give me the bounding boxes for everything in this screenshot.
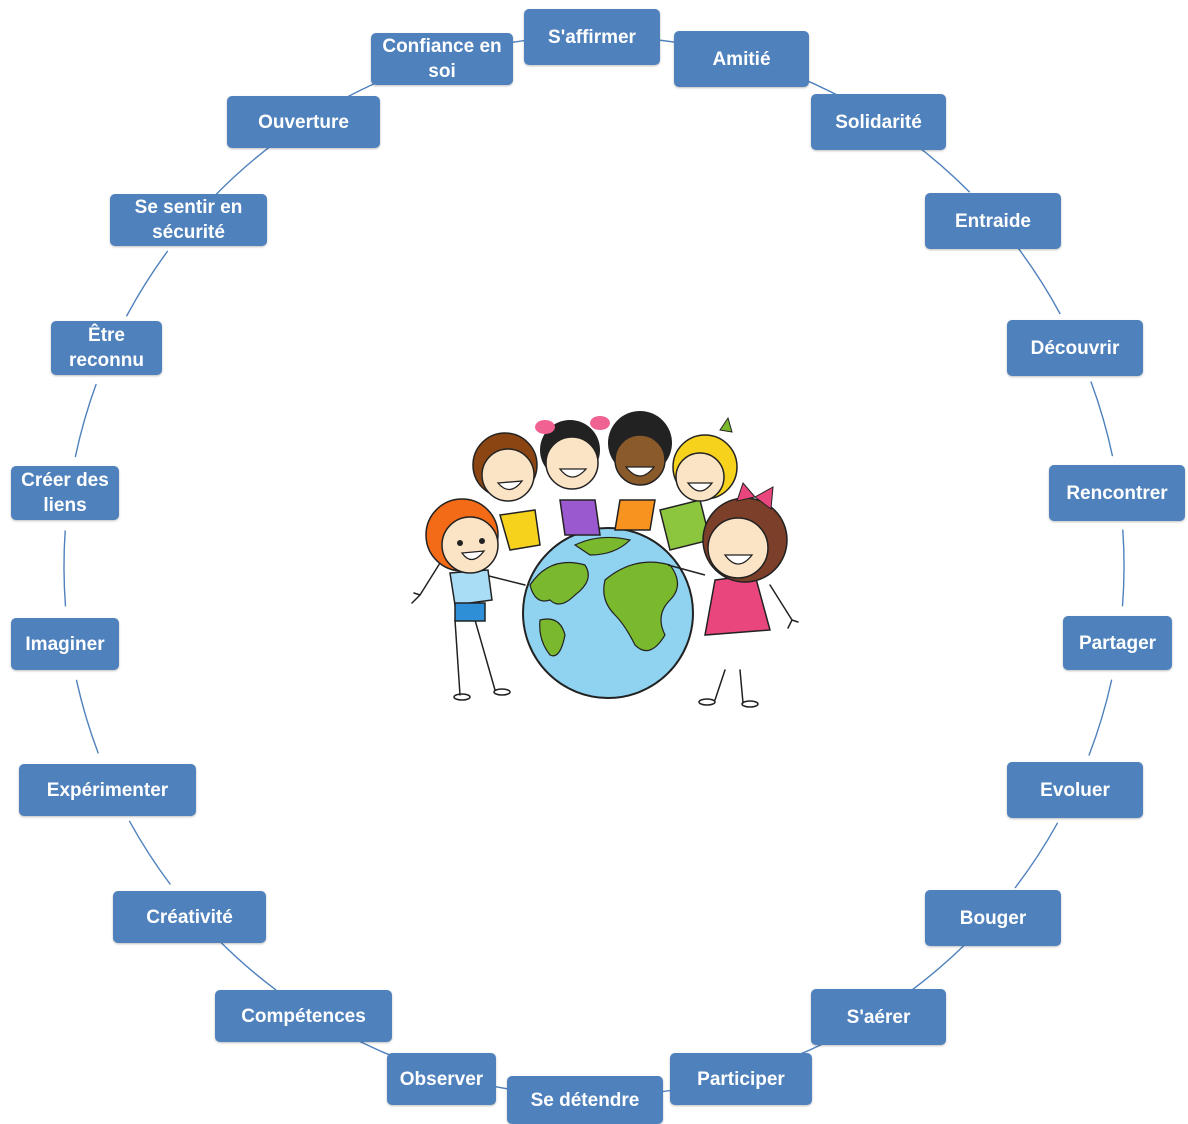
girl-right-icon — [702, 482, 788, 636]
node-etre-reconnu: Être reconnu — [51, 321, 162, 375]
children-globe-illustration — [411, 411, 799, 708]
connector-arc — [125, 250, 169, 317]
node-s-aerer: S'aérer — [811, 989, 946, 1045]
node-observer: Observer — [387, 1053, 496, 1105]
node-decouvrir: Découvrir — [1007, 320, 1143, 376]
node-creer-des-liens: Créer des liens — [11, 466, 119, 520]
connector-arc — [906, 943, 967, 994]
node-entraide: Entraide — [925, 193, 1061, 249]
node-participer: Participer — [670, 1053, 812, 1105]
connector-arc — [1014, 822, 1059, 889]
child-curly-hair-icon — [608, 411, 672, 531]
child-pigtails-icon — [535, 416, 610, 536]
node-competences: Compétences — [215, 990, 392, 1042]
connector-arc — [1090, 381, 1114, 457]
node-confiance-en-soi: Confiance en soi — [371, 33, 513, 85]
child-blonde-icon — [659, 416, 738, 551]
child-brown-hair-icon — [472, 432, 541, 551]
node-partager: Partager — [1063, 616, 1172, 670]
node-experimenter: Expérimenter — [19, 764, 196, 816]
connector-arc — [63, 530, 67, 607]
node-se-sentir-en-securite: Se sentir en sécurité — [110, 194, 267, 246]
node-rencontrer: Rencontrer — [1049, 465, 1185, 521]
connector-arc — [218, 940, 277, 991]
node-bouger: Bouger — [925, 890, 1061, 946]
boy-left-icon — [425, 498, 499, 622]
node-evoluer: Evoluer — [1007, 762, 1143, 818]
connector-arc — [74, 383, 97, 458]
node-imaginer: Imaginer — [11, 618, 119, 670]
connector-arc — [1121, 529, 1125, 607]
node-creativite: Créativité — [113, 891, 266, 943]
connector-arc — [1017, 247, 1061, 315]
connector-arc — [75, 679, 99, 754]
node-ouverture: Ouverture — [227, 96, 380, 148]
node-s-affirmer: S'affirmer — [524, 9, 660, 65]
node-amitie: Amitié — [674, 31, 809, 87]
connector-arc — [1088, 679, 1113, 756]
node-solidarite: Solidarité — [811, 94, 946, 150]
connector-arc — [128, 820, 171, 885]
connector-arc — [215, 143, 274, 196]
globe-icon — [522, 527, 694, 699]
node-se-detendre: Se détendre — [507, 1076, 663, 1124]
